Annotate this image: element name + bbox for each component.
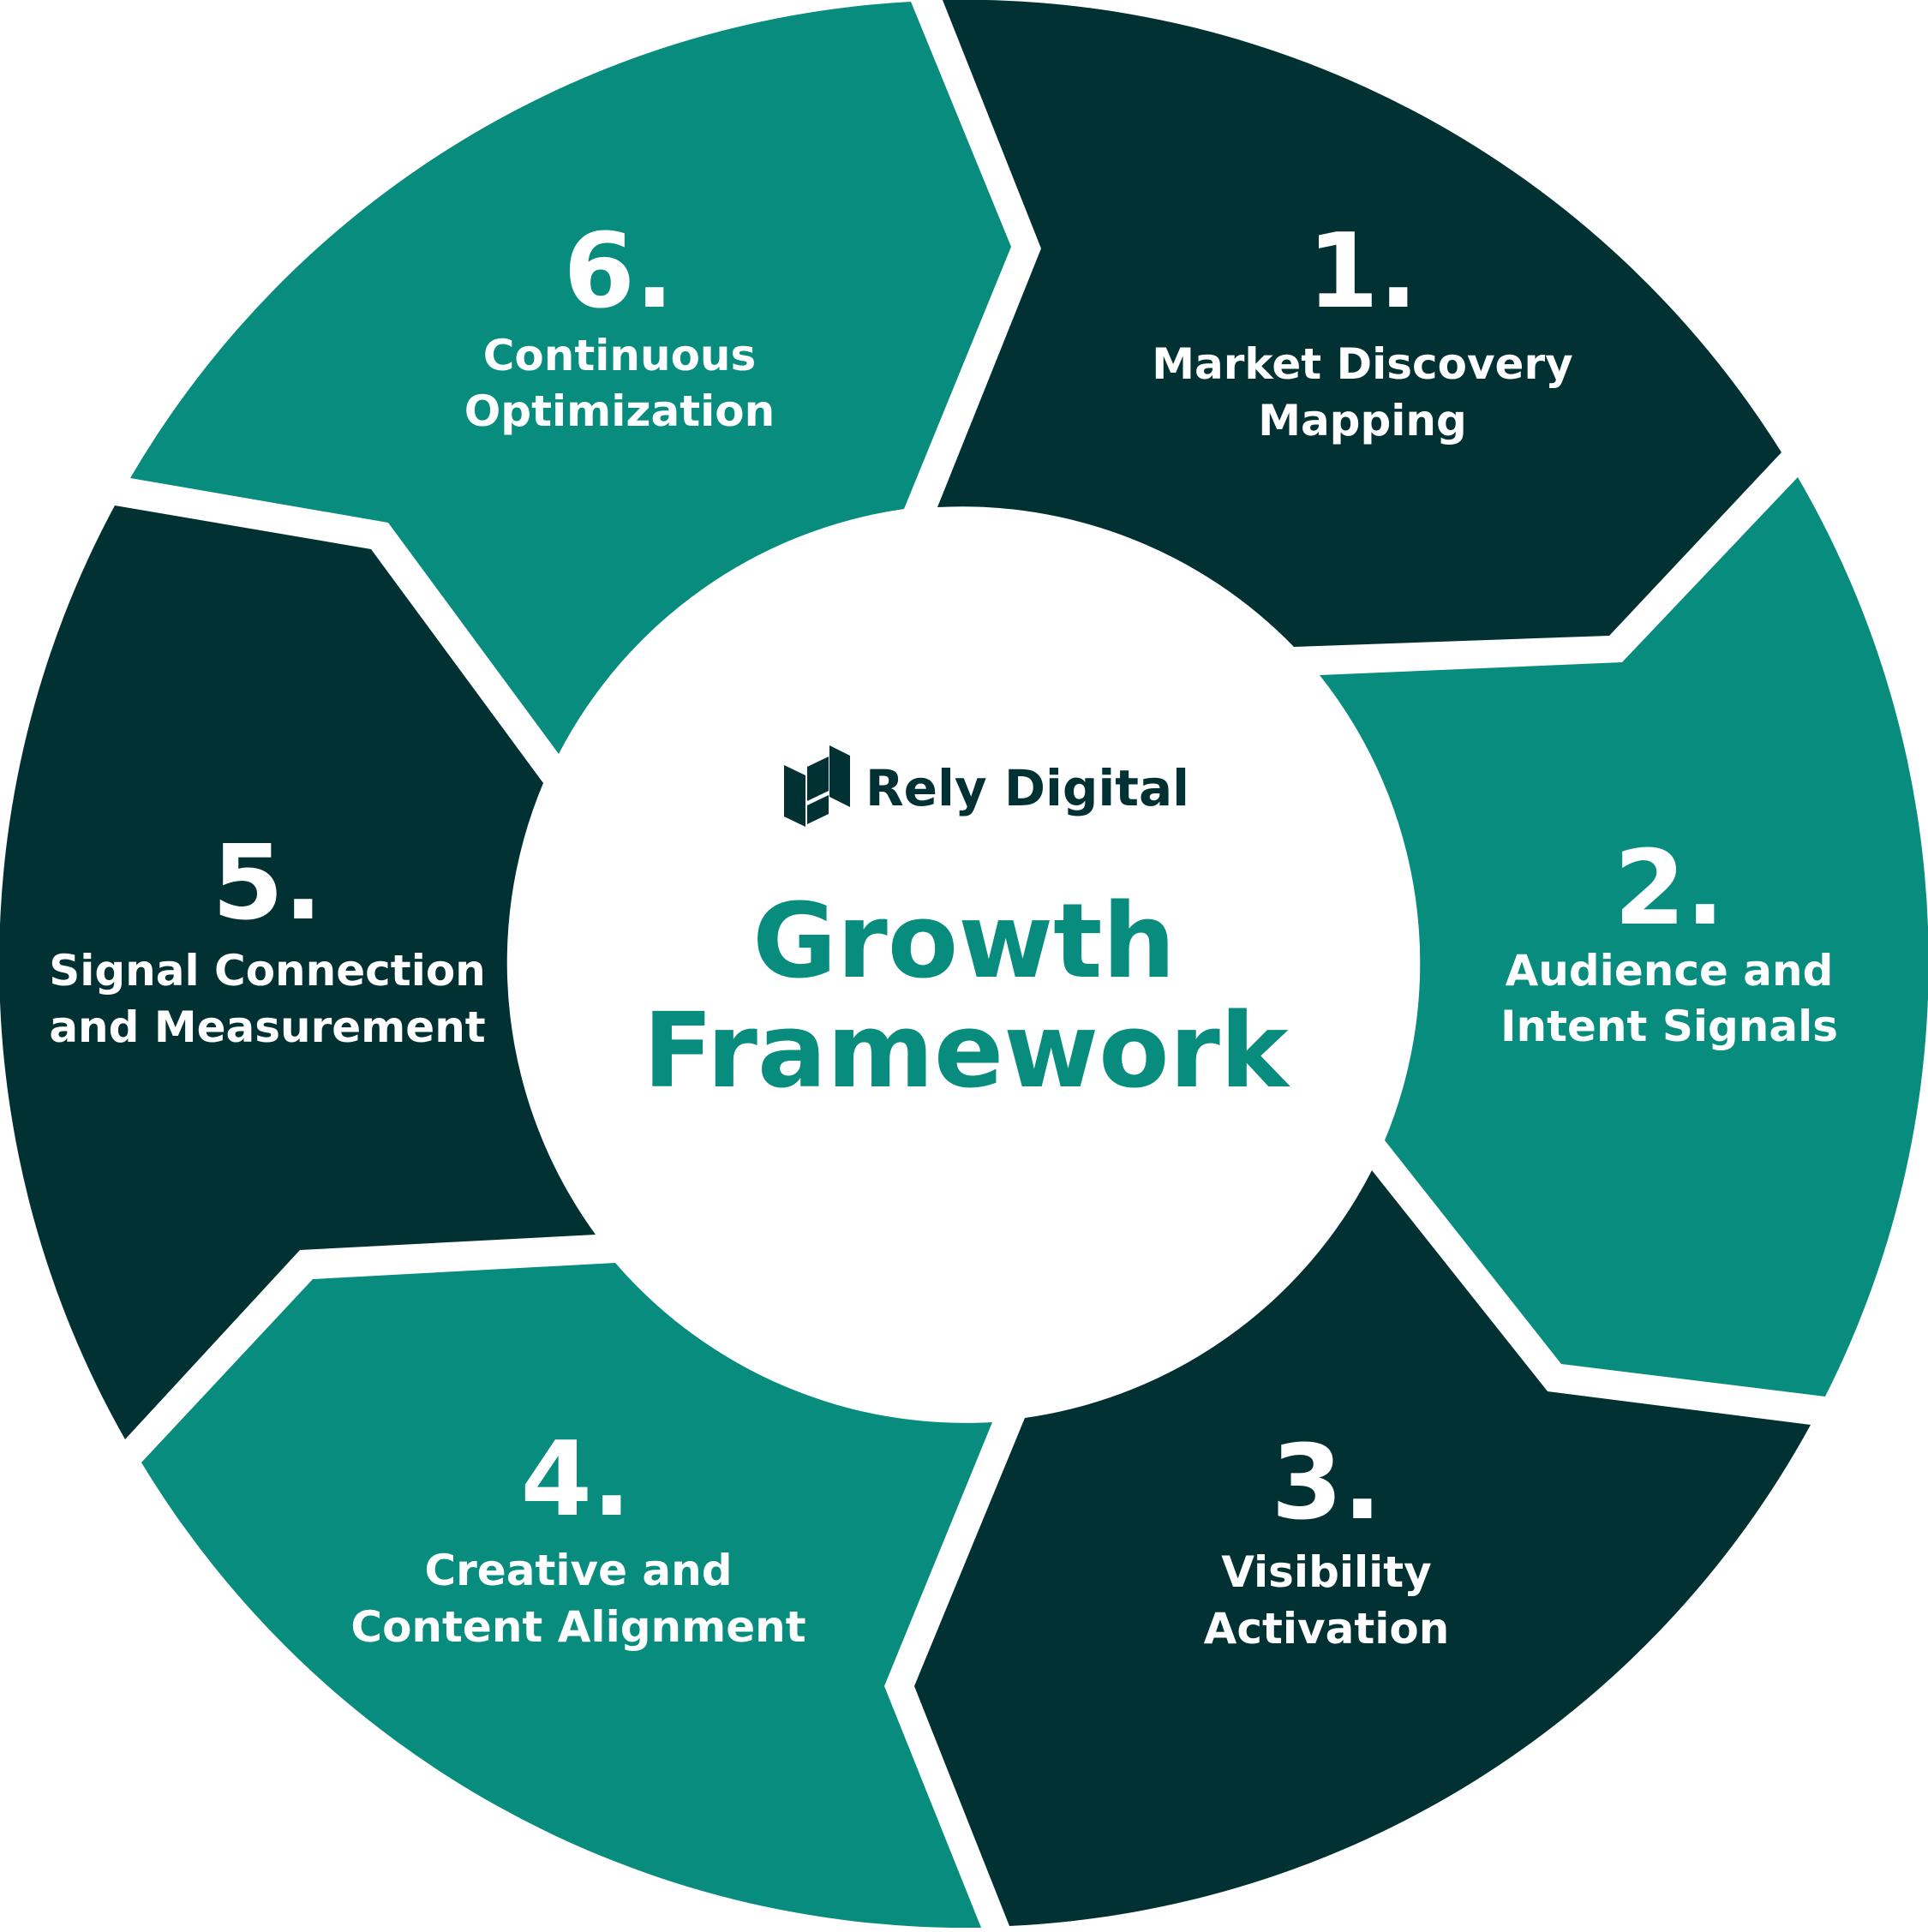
- step-2-label-line1: Audience and: [1506, 946, 1834, 996]
- framework-title-line1: Growth: [752, 882, 1176, 1002]
- step-4-segment: 4. Creative and Content Alignment: [141, 1263, 992, 1929]
- step-4-label-line2: Content Alignment: [350, 1602, 805, 1652]
- brand-name: Rely Digital: [865, 759, 1189, 817]
- step-6-shape: [130, 2, 1011, 754]
- step-1-label-line2: Mapping: [1258, 396, 1467, 446]
- step-3-label-line2: Activation: [1204, 1604, 1450, 1654]
- step-4-label-line1: Creative and: [424, 1546, 732, 1595]
- step-3-shape: [914, 1170, 1811, 1926]
- center-circle: [508, 508, 1420, 1420]
- step-5-label-line2: and Measurement: [49, 1002, 485, 1052]
- step-2-number: 2.: [1614, 829, 1724, 948]
- step-6-label-line2: Optimization: [464, 386, 775, 436]
- step-5-number: 5.: [212, 824, 322, 943]
- step-1-segment: 1. Market Discovery Mapping: [937, 0, 1781, 647]
- rely-digital-logo-icon: [784, 745, 850, 827]
- step-3-label-line1: Visibility: [1221, 1547, 1432, 1597]
- step-4-number: 4.: [520, 1421, 631, 1540]
- step-1-shape: [937, 0, 1781, 647]
- step-5-label-line1: Signal Connection: [49, 946, 486, 996]
- step-3-segment: 3. Visibility Activation: [914, 1170, 1811, 1926]
- step-6-label-line1: Continuous: [483, 331, 757, 380]
- center-hub: Rely Digital Growth Framework: [508, 508, 1420, 1420]
- framework-title-line2: Framework: [643, 992, 1290, 1111]
- step-6-segment: 6. Continuous Optimization: [130, 2, 1011, 754]
- step-4-shape: [141, 1263, 992, 1929]
- step-2-label-line2: Intent Signals: [1500, 1002, 1838, 1051]
- step-6-number: 6.: [563, 212, 674, 332]
- step-3-number: 3.: [1271, 1424, 1381, 1543]
- step-5-segment: 5. Signal Connection and Measurement: [0, 505, 596, 1439]
- step-5-shape: [0, 505, 596, 1439]
- step-1-label-line1: Market Discovery: [1152, 339, 1572, 389]
- step-2-segment: 2. Audience and Intent Signals: [1320, 477, 1928, 1397]
- step-1-number: 1.: [1307, 212, 1417, 332]
- step-2-shape: [1320, 477, 1928, 1397]
